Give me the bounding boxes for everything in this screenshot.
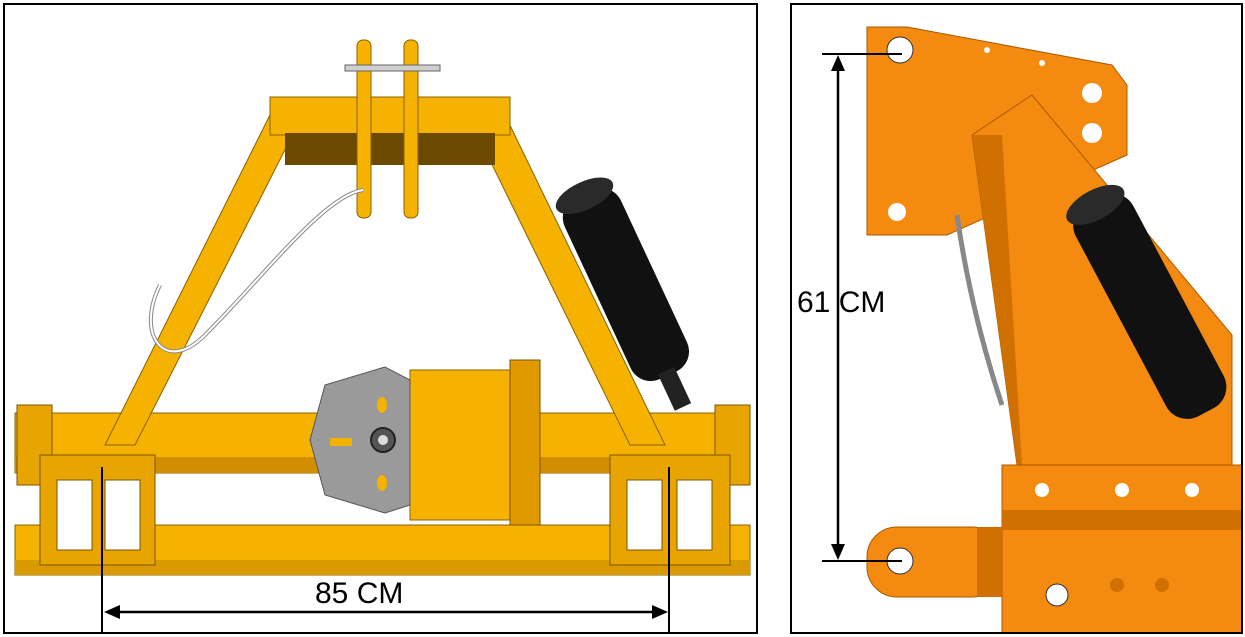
- front-view-drawing: [14, 39, 751, 632]
- front-view-panel: 85 CM: [3, 3, 758, 634]
- height-arrow-bottom-icon: [831, 544, 845, 560]
- top-link-plate-right: [403, 39, 419, 219]
- top-link-plate-left: [356, 39, 372, 219]
- a-frame-top-bar: [269, 96, 511, 136]
- side-view-panel: 61 CM: [790, 3, 1243, 634]
- width-arrow-right-icon: [652, 605, 668, 619]
- side-hook-wire: [954, 214, 1005, 406]
- height-dimension-label: 61 CM: [797, 286, 886, 319]
- top-link-hole-icon: [886, 36, 914, 64]
- side-view-drawing: [822, 26, 1241, 632]
- width-dimension-label: 85 CM: [315, 577, 404, 610]
- hydraulic-cylinder: [555, 177, 692, 411]
- width-arrow-left-icon: [104, 605, 120, 619]
- side-hydraulic-cylinder: [1066, 184, 1227, 419]
- top-pin: [344, 64, 441, 72]
- a-frame-left-leg: [104, 114, 296, 446]
- right-tube-end: [714, 404, 751, 486]
- height-arrow-top-icon: [831, 55, 845, 71]
